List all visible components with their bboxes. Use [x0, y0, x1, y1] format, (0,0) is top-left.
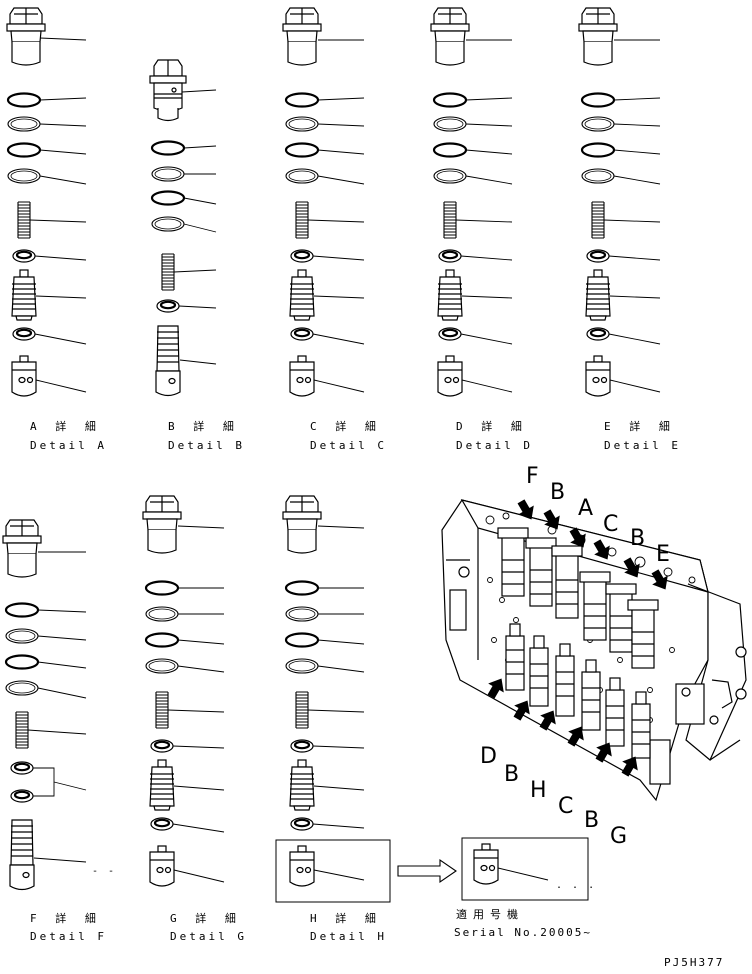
- serial-caption: Serial No.20005~: [454, 926, 592, 939]
- detail-e-caption: Detail E: [604, 439, 681, 452]
- callout-letter: H: [530, 778, 547, 803]
- callout-letter: D: [480, 744, 497, 769]
- leader-dots: . . .: [556, 880, 597, 891]
- detail-c-caption-jp: C 詳 細: [310, 420, 382, 433]
- detail-g-parts: [142, 495, 225, 887]
- valve-assembly: [441, 499, 747, 802]
- detail-e-caption-jp: E 詳 細: [604, 420, 676, 433]
- detail-g-caption-jp: G 詳 細: [170, 912, 242, 925]
- detail-a-parts: [6, 7, 87, 397]
- callout-letter: C: [603, 512, 619, 537]
- replacement-arrow-icon: [397, 858, 457, 884]
- detail-f-parts: [2, 519, 87, 891]
- detail-b-caption: Detail B: [168, 439, 245, 452]
- detail-b-caption-jp: B 詳 細: [168, 420, 240, 433]
- callout-letter: B: [584, 808, 600, 833]
- detail-g-caption: Detail G: [170, 930, 247, 943]
- detail-h-caption-jp: H 詳 細: [310, 912, 382, 925]
- leader-dots: - -: [92, 866, 117, 877]
- detail-d-caption: Detail D: [456, 439, 533, 452]
- callout-letter: F: [526, 464, 539, 489]
- callout-letter: A: [578, 496, 594, 521]
- serial-caption-jp: 適用号機: [456, 908, 524, 921]
- detail-h-caption: Detail H: [310, 930, 387, 943]
- detail-d-parts: [430, 7, 513, 397]
- detail-a-caption-jp: A 詳 細: [30, 420, 102, 433]
- callout-letter: G: [610, 824, 628, 849]
- drawing-code: PJ5H377: [664, 956, 725, 969]
- detail-f-caption: Detail F: [30, 930, 107, 943]
- detail-c-parts: [282, 7, 365, 397]
- bottom-valves: [505, 623, 651, 759]
- detail-d-caption-jp: D 詳 細: [456, 420, 528, 433]
- detail-f-caption-jp: F 詳 細: [30, 912, 102, 925]
- callout-letter: B: [630, 526, 646, 551]
- replacement-part: [461, 837, 589, 901]
- top-valves: [497, 527, 659, 669]
- detail-a-caption: Detail A: [30, 439, 107, 452]
- detail-e-parts: [578, 7, 661, 397]
- detail-h-parts: [275, 495, 391, 903]
- callout-letter: C: [558, 794, 574, 819]
- detail-c-caption: Detail C: [310, 439, 387, 452]
- callout-letter: B: [550, 480, 566, 505]
- callout-letter: B: [504, 762, 520, 787]
- detail-b-parts: [149, 59, 217, 397]
- callout-letter: E: [656, 542, 670, 567]
